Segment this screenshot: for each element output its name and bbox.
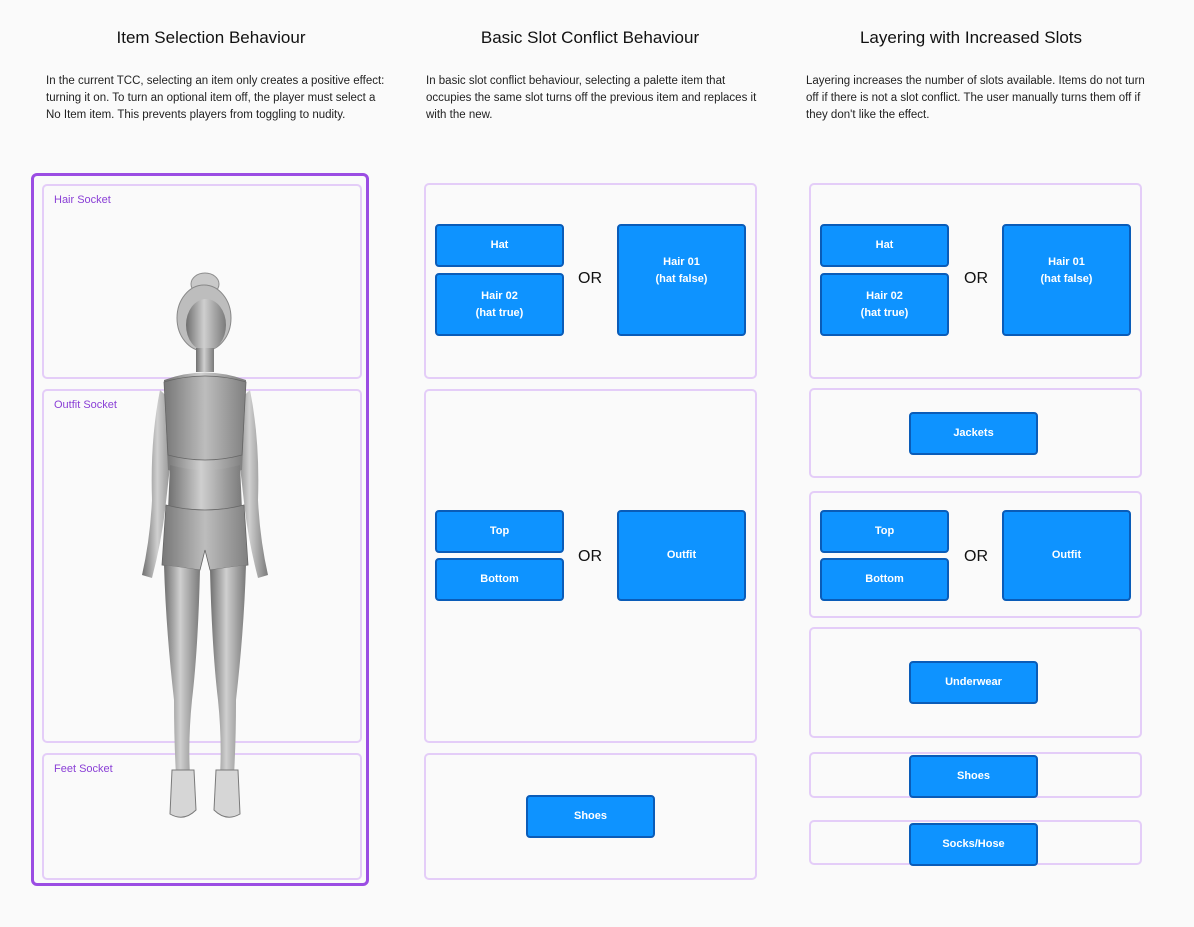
hair02-item-basic[interactable]: Hair 02 (hat true)	[435, 273, 564, 336]
hair-slot-layering	[809, 183, 1142, 379]
top-item-layering[interactable]: Top	[820, 510, 949, 553]
column-description-layering: Layering increases the number of slots a…	[806, 75, 1145, 121]
column-title-slot-conflict: Basic Slot Conflict Behaviour	[480, 28, 700, 47]
column-description-item-selection: In the current TCC, selecting an item on…	[46, 75, 385, 121]
underwear-label: Underwear	[945, 676, 1002, 688]
hat-item-basic[interactable]: Hat	[435, 224, 564, 267]
top-item-basic[interactable]: Top	[435, 510, 564, 553]
outfit-slot-basic	[424, 389, 757, 743]
outfit-item-basic[interactable]: Outfit	[617, 510, 746, 601]
hair-socket-label: Hair Socket	[54, 194, 111, 206]
outfit-slot-layering	[809, 491, 1142, 618]
character-figure	[142, 272, 268, 818]
or-label-outfit-basic: OR	[578, 548, 602, 565]
jackets-item-layering[interactable]: Jackets	[909, 412, 1038, 455]
jackets-label: Jackets	[953, 427, 994, 439]
top-label: Top	[489, 525, 510, 537]
hair02-sublabel: (hat true)	[860, 306, 909, 319]
or-label-hair-basic: OR	[578, 270, 602, 287]
outfit-label: Outfit	[666, 549, 697, 561]
column-title-layering: Layering with Increased Slots	[859, 28, 1083, 47]
or-label-outfit-layering: OR	[964, 548, 988, 565]
or-label-hair-layering: OR	[964, 270, 988, 287]
socks-hose-item-layering[interactable]: Socks/Hose	[909, 823, 1038, 866]
hat-item-layering[interactable]: Hat	[820, 224, 949, 267]
underwear-slot-layering	[809, 627, 1142, 738]
outfit-item-layering[interactable]: Outfit	[1002, 510, 1131, 601]
top-label: Top	[874, 525, 895, 537]
hair01-label: Hair 01	[1048, 256, 1085, 268]
column-title-item-selection: Item Selection Behaviour	[116, 28, 306, 47]
hair01-sublabel: (hat false)	[655, 273, 708, 285]
selected-frame	[31, 173, 369, 886]
shoes-item-basic[interactable]: Shoes	[526, 795, 655, 838]
jackets-slot-layering	[809, 388, 1142, 478]
hair02-sublabel: (hat true)	[475, 306, 524, 319]
shoes-label: Shoes	[956, 770, 990, 782]
bottom-item-basic[interactable]: Bottom	[435, 558, 564, 601]
feet-socket-label: Feet Socket	[54, 763, 113, 775]
hair01-item-layering[interactable]: Hair 01 (hat false)	[1002, 224, 1131, 336]
bottom-label: Bottom	[865, 573, 904, 585]
outfit-socket-label: Outfit Socket	[54, 399, 117, 411]
shoes-label: Shoes	[573, 810, 607, 822]
bottom-label: Bottom	[480, 573, 519, 585]
hair01-item-basic[interactable]: Hair 01 (hat false)	[617, 224, 746, 336]
bottom-item-layering[interactable]: Bottom	[820, 558, 949, 601]
shoes-item-layering[interactable]: Shoes	[909, 755, 1038, 798]
hair01-sublabel: (hat false)	[1040, 273, 1093, 285]
feet-socket-slot: Feet Socket	[42, 753, 362, 880]
hair02-label: Hair 02	[481, 289, 518, 302]
hair-slot-basic	[424, 183, 757, 379]
hair02-label: Hair 02	[866, 289, 903, 302]
column-description-slot-conflict: In basic slot conflict behaviour, select…	[426, 75, 757, 121]
hair01-label: Hair 01	[663, 256, 700, 268]
hair02-item-layering[interactable]: Hair 02 (hat true)	[820, 273, 949, 336]
outfit-label: Outfit	[1051, 549, 1082, 561]
underwear-item-layering[interactable]: Underwear	[909, 661, 1038, 704]
hat-item-label: Hat	[875, 239, 894, 251]
hat-item-label: Hat	[490, 239, 509, 251]
feet-slot-basic	[424, 753, 757, 880]
socks-hose-label: Socks/Hose	[942, 838, 1005, 850]
